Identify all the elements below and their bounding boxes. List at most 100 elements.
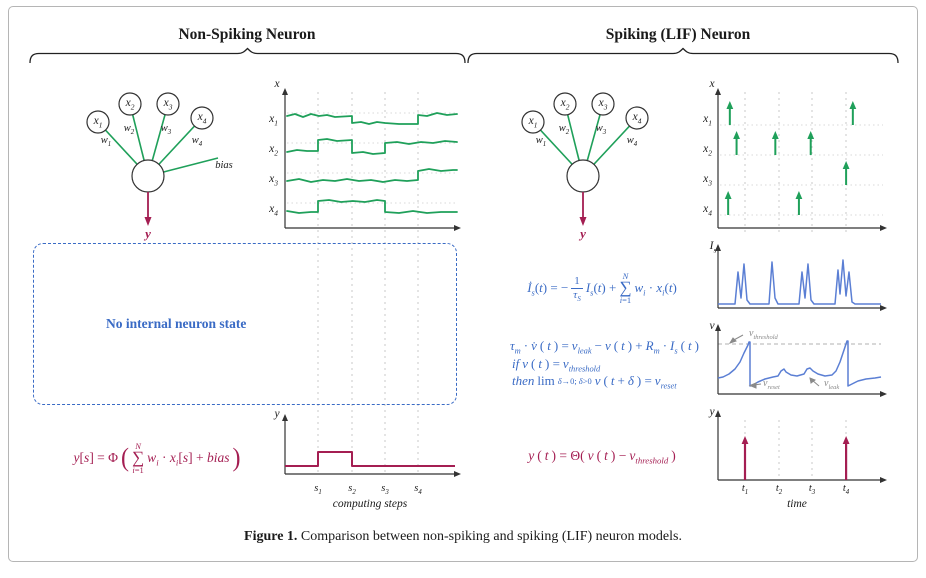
weight-label-w2: w2 bbox=[123, 123, 135, 137]
input-node-x2 bbox=[553, 92, 577, 116]
output-step-trace bbox=[285, 451, 455, 467]
right-xaxis-caption: time bbox=[787, 498, 807, 510]
output-spike-arrows bbox=[741, 436, 850, 480]
soma-circle bbox=[566, 159, 600, 193]
weight-label-w3: w3 bbox=[160, 123, 172, 137]
y-axis-arrowhead bbox=[715, 244, 721, 251]
row-label-x2: x2 bbox=[703, 143, 712, 158]
weight-label-w4: w4 bbox=[191, 135, 203, 149]
trace-x1 bbox=[286, 112, 458, 125]
no-state-text: No internal neuron state bbox=[106, 316, 247, 331]
trace-x3 bbox=[286, 168, 458, 183]
input-node-x1 bbox=[521, 110, 545, 134]
input-node-x4 bbox=[625, 106, 649, 130]
weight-label-w1: w1 bbox=[100, 135, 112, 149]
current-axis-label: Is bbox=[709, 240, 717, 255]
axes bbox=[717, 416, 881, 481]
caption-text: Comparison between non-spiking and spiki… bbox=[297, 529, 682, 544]
fraction: 1 τS bbox=[571, 275, 583, 303]
membrane-potential-trace bbox=[717, 340, 882, 387]
input-label-x4: x4 bbox=[197, 111, 207, 126]
tick-label-t3: t3 bbox=[808, 483, 816, 497]
weight-label-w4: w4 bbox=[626, 135, 638, 149]
axes bbox=[284, 94, 455, 229]
x-axis-arrowhead bbox=[880, 477, 887, 483]
synaptic-current-trace bbox=[718, 259, 881, 305]
input-label-x3: x3 bbox=[163, 97, 173, 112]
right-output-axis-label: y bbox=[709, 406, 715, 418]
bias-label: bias bbox=[215, 160, 233, 171]
input-label-x1: x1 bbox=[93, 115, 103, 130]
weight-label-w3: w3 bbox=[595, 123, 607, 137]
membrane-voltage-plot bbox=[715, 324, 887, 397]
eq-open-paren: ( bbox=[121, 443, 130, 473]
y-axis-arrowhead bbox=[282, 88, 288, 95]
eq-body: wi · xi[s] + bias bbox=[147, 450, 230, 468]
y-axis-arrowhead bbox=[282, 414, 288, 421]
left-output-label-y: y bbox=[145, 226, 151, 241]
sum-symbol: N ∑ i=1 bbox=[619, 270, 632, 305]
x-axis-arrowhead bbox=[454, 225, 461, 231]
tick-label-s1: s1 bbox=[314, 483, 322, 497]
threshold-condition: if v(t) = vthreshold bbox=[512, 356, 601, 374]
input-node-x3 bbox=[591, 92, 615, 116]
input-node-x1 bbox=[86, 110, 110, 134]
tick-label-s3: s3 bbox=[381, 483, 389, 497]
x-axis-arrowhead bbox=[880, 391, 887, 397]
input-node-x3 bbox=[156, 92, 180, 116]
row-label-x1: x1 bbox=[703, 113, 712, 128]
input-node-x2 bbox=[118, 92, 142, 116]
eq-lhs: y[s] = Φ bbox=[73, 450, 119, 465]
axes bbox=[717, 250, 881, 309]
synaptic-current-plot bbox=[715, 244, 887, 311]
output-arrow bbox=[144, 192, 152, 226]
current-equation: İs(t) = − 1 τS Is(t) + N ∑ i=1 wi · xi(t… bbox=[527, 270, 677, 305]
row-label-x2: x2 bbox=[269, 143, 278, 158]
input-node-x4 bbox=[190, 106, 214, 130]
input-label-x4: x4 bbox=[632, 111, 642, 126]
input-spike-arrows bbox=[724, 101, 857, 215]
soma-circle bbox=[131, 159, 165, 193]
x-axis-arrowhead bbox=[880, 305, 887, 311]
step-gridlines bbox=[317, 92, 847, 478]
trace-x4 bbox=[286, 199, 458, 214]
input-label-x2: x2 bbox=[560, 97, 570, 112]
nonspiking-equation: y[s] = Φ ( N ∑ i=1 wi · xi[s] + bias ) bbox=[42, 432, 272, 484]
right-output-plot bbox=[715, 410, 887, 483]
voltage-axis-label: v bbox=[709, 320, 715, 332]
figure-caption: Figure 1. Comparison between non-spiking… bbox=[0, 529, 926, 545]
right-brace bbox=[467, 47, 899, 64]
axes bbox=[717, 330, 881, 395]
trace-x2 bbox=[286, 138, 458, 155]
tick-label-s2: s2 bbox=[348, 483, 356, 497]
input-label-x2: x2 bbox=[125, 97, 135, 112]
right-output-label-y: y bbox=[580, 226, 586, 241]
x-axis-arrowhead bbox=[880, 225, 887, 231]
input-label-x1: x1 bbox=[528, 115, 538, 130]
y-axis-arrowhead bbox=[715, 324, 721, 331]
input-spike-raster bbox=[715, 88, 887, 231]
left-signal-plot bbox=[282, 88, 461, 231]
row-label-x4: x4 bbox=[269, 203, 278, 218]
left-output-plot bbox=[282, 414, 461, 477]
left-column-title: Non-Spiking Neuron bbox=[178, 26, 316, 43]
x-axis-arrowhead bbox=[454, 471, 461, 477]
tick-label-t4: t4 bbox=[842, 483, 850, 497]
leak-annotation: vleak bbox=[824, 378, 840, 391]
y-axis-arrowhead bbox=[715, 410, 721, 417]
weight-label-w1: w1 bbox=[535, 135, 547, 149]
sum-symbol: N ∑ i=1 bbox=[132, 440, 145, 475]
voltage-equation: τm · v̇(t) = vleak − v(t) + Rm · Is(t) bbox=[510, 338, 699, 356]
eq-close-paren: ) bbox=[232, 443, 241, 473]
figure-border bbox=[8, 6, 918, 562]
row-label-x3: x3 bbox=[703, 173, 712, 188]
input-signal-traces bbox=[286, 112, 458, 214]
caption-label: Figure 1. bbox=[244, 529, 298, 544]
row-label-x3: x3 bbox=[269, 173, 278, 188]
output-arrow bbox=[579, 192, 587, 226]
tick-label-s4: s4 bbox=[414, 483, 422, 497]
left-xaxis-caption: computing steps bbox=[332, 498, 408, 510]
raster-axis-label: x bbox=[709, 78, 715, 90]
